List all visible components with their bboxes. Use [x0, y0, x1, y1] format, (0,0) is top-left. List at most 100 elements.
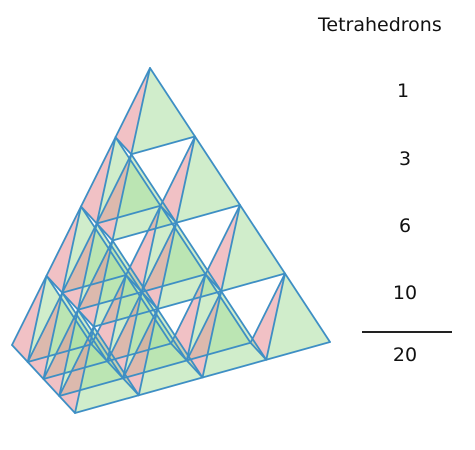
tetrahedron-edge [194, 135, 241, 206]
tetrahedron-right-face [221, 205, 285, 292]
tetrahedron-right-face [75, 326, 139, 413]
tetrahedron-left-face [46, 206, 81, 293]
tetrahedron-edge [111, 221, 178, 242]
tetrahedron-left-face [62, 223, 97, 310]
tetrahedron-edge [92, 308, 159, 328]
tetrahedron-edge [140, 221, 178, 293]
tetrahedron-edge [204, 204, 241, 276]
tetrahedron-edge [201, 290, 223, 379]
tetrahedron-edge [11, 344, 29, 363]
tetrahedron-edge [61, 274, 127, 294]
tetrahedron-edge [58, 395, 76, 414]
tetrahedron-left-face [205, 205, 240, 292]
tetrahedron-edge [159, 204, 207, 276]
tetrahedron-left-face [141, 222, 177, 309]
tetrahedron-edge [130, 153, 178, 224]
tetrahedron-edge [140, 273, 207, 293]
tetrahedron-edge [159, 135, 196, 207]
tetrahedron-edge [201, 358, 268, 379]
tetrahedron-right-face [131, 68, 195, 155]
tetrahedron-left-face [186, 291, 222, 378]
tetrahedron-edge [125, 274, 172, 345]
tetrahedron-edge [42, 360, 109, 380]
tetrahedron-edge [185, 290, 223, 362]
tetrahedron-edge [137, 308, 159, 397]
tetrahedron-left-face [160, 136, 195, 223]
tetrahedron-edge [239, 204, 286, 275]
tetrahedron-edge [185, 341, 252, 362]
tetrahedron-edge [175, 135, 196, 224]
tetrahedron-edge [106, 291, 143, 363]
tetrahedron-left-face [126, 205, 161, 292]
tetrahedron-edge [220, 204, 241, 293]
tetrahedron-edge [42, 308, 79, 380]
tetrahedron-edge [106, 274, 127, 363]
tetrahedron-edge [140, 291, 188, 362]
tetrahedron-edge [77, 291, 143, 311]
tetrahedron-left-face [81, 137, 116, 224]
tetrahedron-edge [106, 342, 172, 363]
tetrahedron-edge [95, 153, 133, 225]
tetrahedron-edge [170, 273, 207, 345]
tetrahedron-edge [114, 67, 151, 139]
tetrahedron-edge [265, 341, 331, 361]
tetrahedron-left-face [171, 274, 206, 361]
tetrahedron-edge [249, 272, 286, 344]
tetrahedron-edge [111, 239, 159, 310]
tetrahedron-left-face [115, 68, 150, 155]
tetrahedron-right-face [176, 136, 240, 223]
tetrahedron-edge [92, 325, 140, 397]
tetrahedron-edge [45, 274, 93, 346]
tetrahedron-edge [220, 272, 286, 293]
tetrahedron-edge [26, 291, 64, 363]
tetrahedron-edge [74, 325, 95, 414]
tetrahedron-edge [95, 222, 143, 293]
tetrahedron-edge [45, 205, 82, 277]
tetrahedron-edge [77, 308, 124, 380]
tetrahedron-edge [26, 361, 45, 380]
tetrahedron-edge [284, 272, 331, 343]
level-1-count: 1 [396, 80, 410, 102]
tetrahedron-edge [58, 377, 124, 397]
tetrahedron-edge [140, 204, 162, 293]
tetrahedron-edge [130, 67, 151, 156]
tetrahedron-left-face [12, 275, 47, 362]
tetrahedron-edge [156, 221, 178, 310]
tetrahedron-edge [95, 204, 162, 225]
tetrahedron-edge [114, 136, 162, 207]
tetrahedrons-heading: Tetrahedrons [318, 14, 442, 36]
sum-divider-line [362, 331, 452, 333]
tetrahedron-edge [61, 291, 109, 363]
tetrahedron-edge [125, 204, 162, 276]
tetrahedron-edge [95, 136, 117, 225]
tetrahedron-edge [156, 308, 204, 379]
level-3-count: 6 [398, 215, 412, 237]
tetrahedron-edge [122, 291, 143, 380]
tetrahedron-edge [92, 239, 114, 328]
tetrahedron-edge [42, 378, 61, 397]
tetrahedron-edge [26, 343, 93, 363]
total-count: 20 [392, 344, 418, 366]
tetrahedron-edge [80, 136, 117, 208]
tetrahedron-edge [80, 205, 127, 276]
level-2-count: 3 [398, 148, 412, 170]
tetrahedron-edge [61, 205, 82, 294]
tetrahedron-edge [111, 153, 133, 242]
tetrahedron-edge [175, 204, 241, 224]
tetrahedron-edge [11, 274, 48, 346]
tetrahedron-edge [149, 67, 196, 138]
tetrahedron-edge [77, 222, 98, 311]
tetrahedron-edge [58, 325, 95, 397]
tetrahedron-edge [130, 135, 196, 156]
tetrahedron-edge [61, 222, 98, 294]
tetrahedron-left-face [107, 292, 142, 379]
tetrahedron-right-face [266, 273, 330, 360]
tetrahedron-edge [26, 274, 48, 363]
tetrahedron-right-face [138, 309, 203, 396]
tetrahedron-left-face [250, 273, 285, 360]
tetrahedron-edge [77, 239, 114, 311]
tetrahedron-edge [122, 308, 159, 380]
tetrahedron-left-face [96, 154, 132, 241]
tetrahedron-edge [265, 272, 286, 361]
